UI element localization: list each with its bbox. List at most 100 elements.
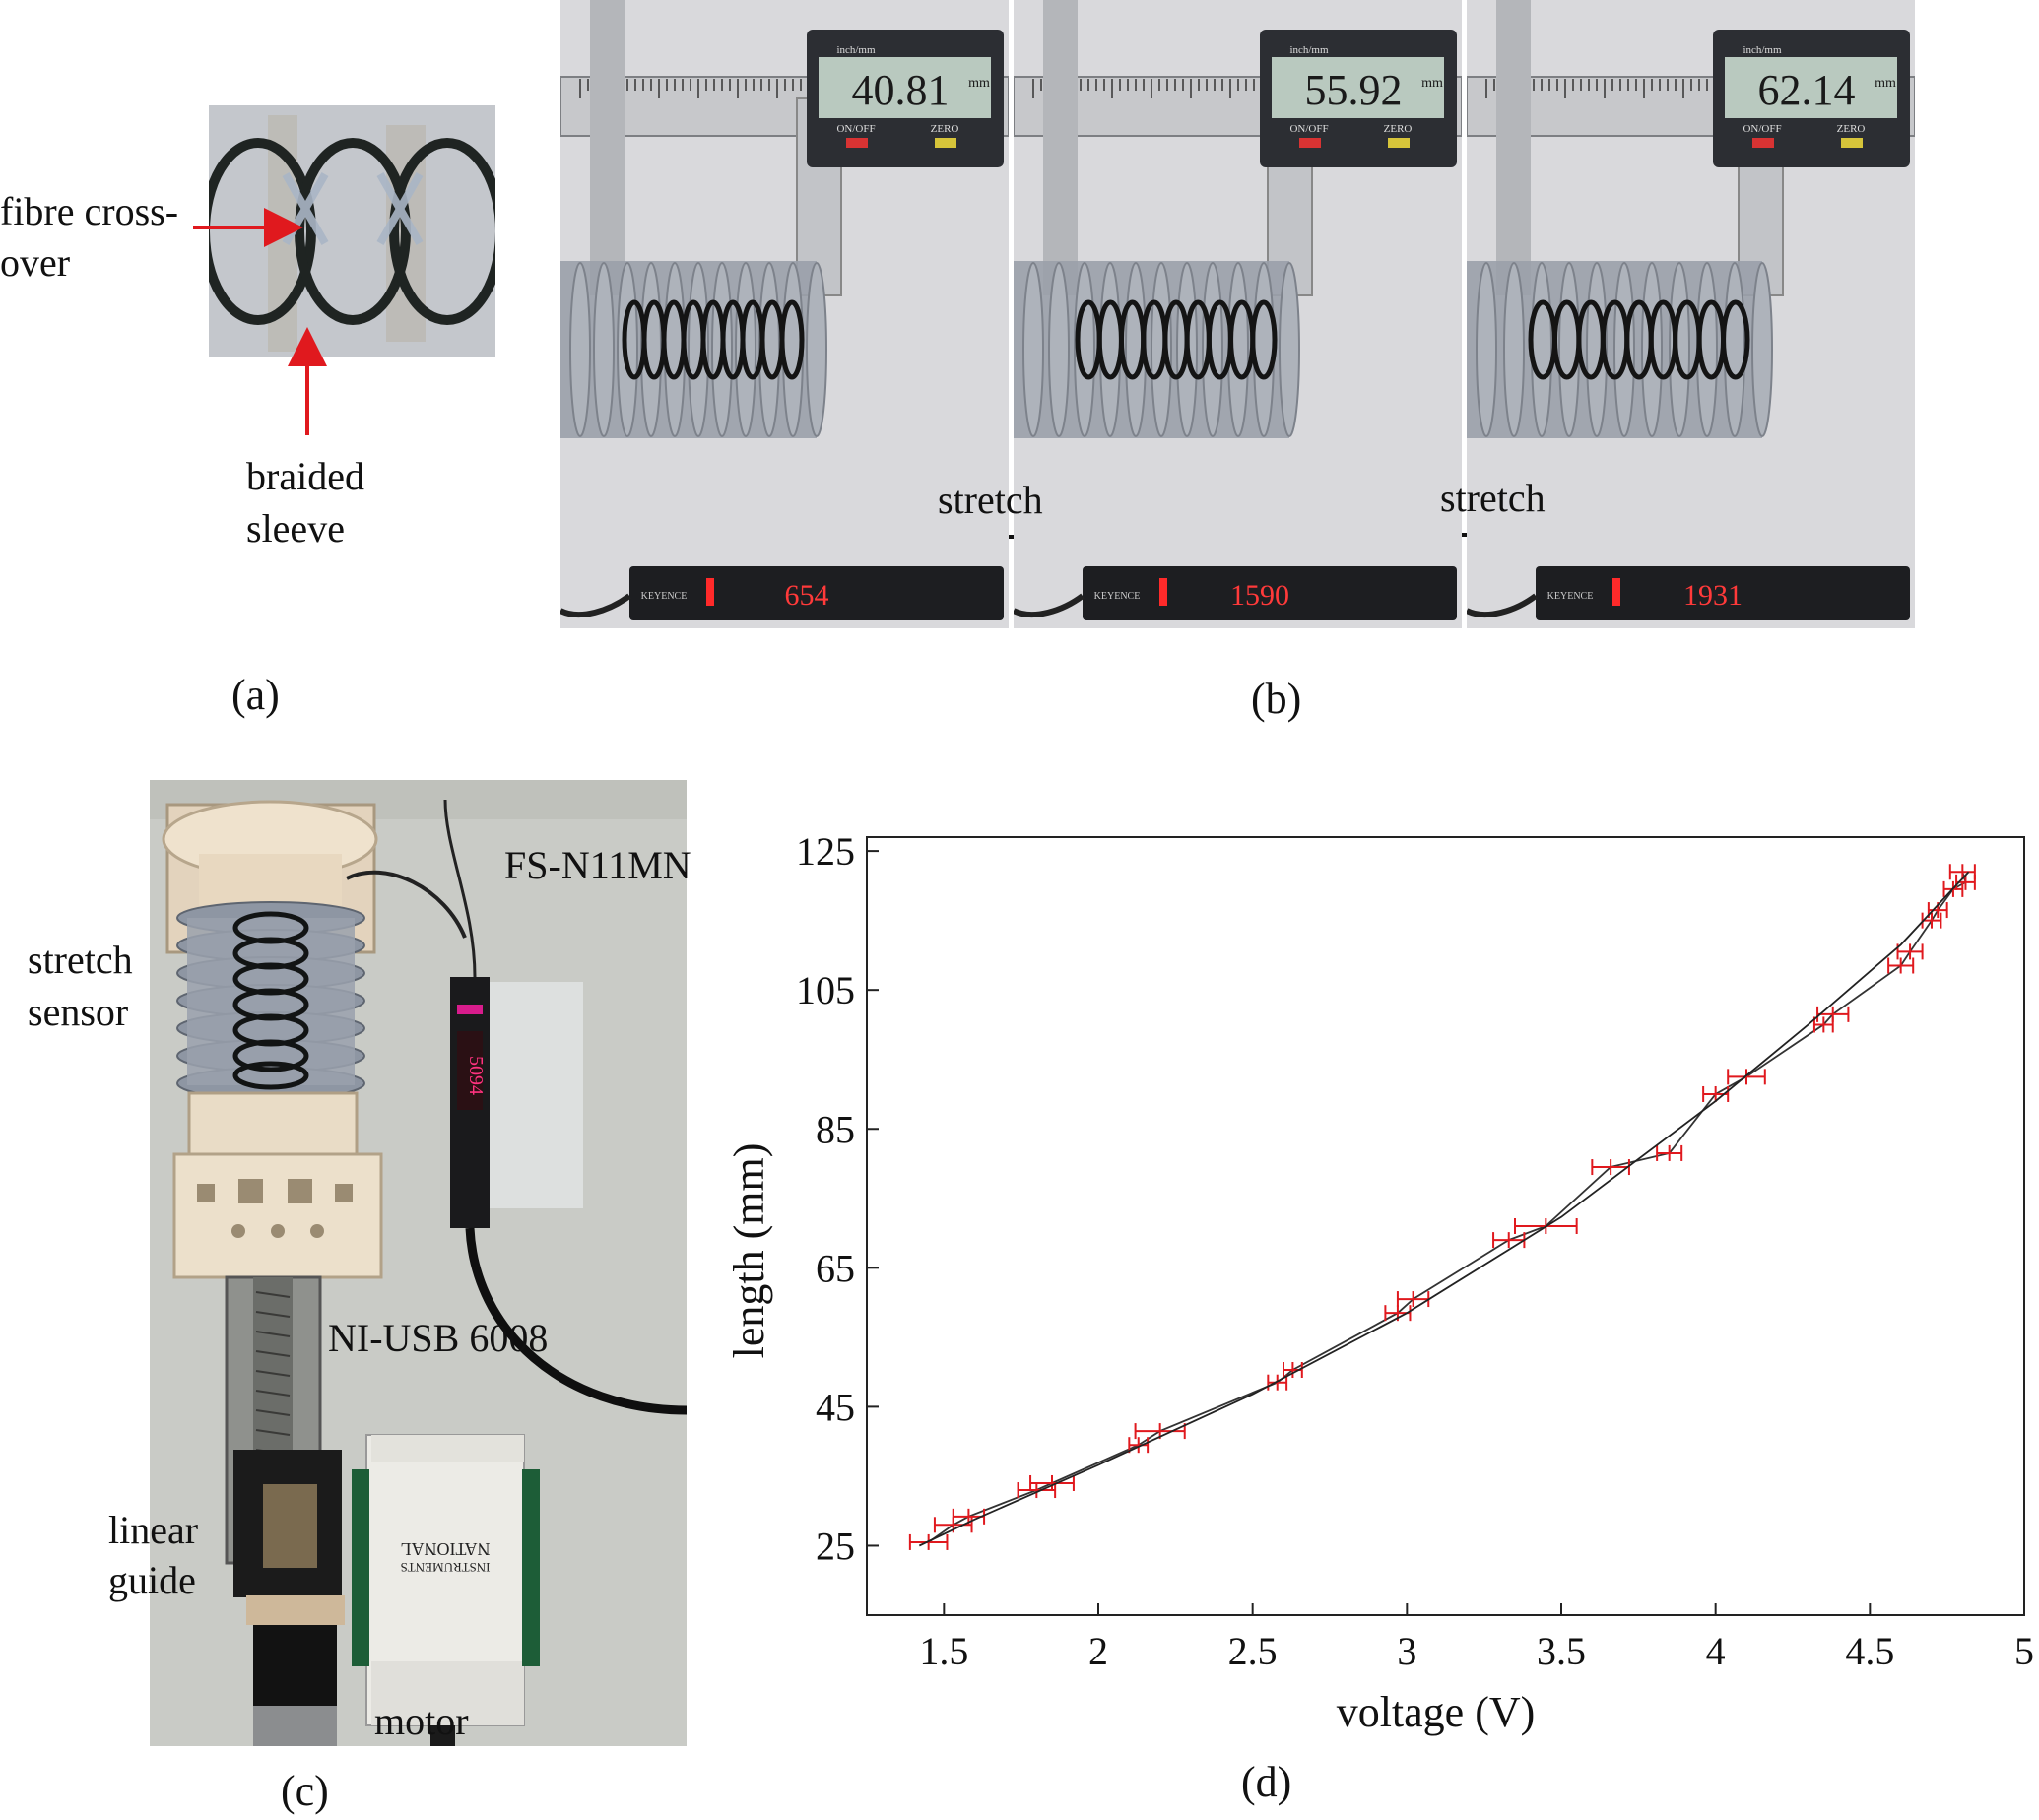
test-rig-photo: 5094 NATIONAL INSTRUMENTS <box>150 780 687 1746</box>
caliper-zero-label: ZERO <box>1837 123 1866 135</box>
data-point-errorbar <box>1948 864 1976 880</box>
y-tick-label: 45 <box>816 1385 855 1429</box>
label-fibre-crossover-1: fibre cross- <box>0 189 179 233</box>
data-point-errorbar <box>1896 943 1924 960</box>
caliper-onoff-button <box>846 138 868 148</box>
data-point-errorbar <box>952 1508 986 1525</box>
bellows-ridge <box>806 262 827 437</box>
daq-brand-line1: NATIONAL <box>401 1539 491 1559</box>
data-point-errorbar <box>1396 1291 1430 1308</box>
sensor-amplifier <box>629 566 1004 620</box>
label-stretch-sensor-1: stretch <box>28 938 133 982</box>
x-tick-label: 2 <box>1088 1629 1108 1673</box>
data-point-errorbar <box>1921 912 1942 929</box>
caliper-onoff-label: ON/OFF <box>836 123 875 135</box>
sensor-cable <box>560 593 631 618</box>
sensor-brand: KEYENCE <box>1094 591 1141 602</box>
caliper-reading: 62.14 <box>1758 66 1856 114</box>
y-tick-label: 125 <box>796 829 855 874</box>
bellows-ridge <box>1724 262 1745 437</box>
caliper-zero-button <box>1388 138 1410 148</box>
bellows-ridge <box>1151 262 1172 437</box>
bellows-ridge <box>1531 262 1552 437</box>
bellows-ridge <box>1751 262 1773 437</box>
label-fs-n11mn: FS-N11MN <box>504 843 691 887</box>
braided-sleeve-closeup-photo <box>209 105 495 357</box>
panel-letter-a: (a) <box>231 671 280 719</box>
series-line-fit <box>918 871 1970 1547</box>
series-line-measured <box>928 872 1967 1543</box>
data-point-errorbar <box>1887 957 1915 974</box>
test-rig-graphic: 5094 NATIONAL INSTRUMENTS <box>150 780 687 1746</box>
label-fibre-crossover-2: over <box>0 240 71 285</box>
caliper-jaw-fixed <box>590 0 625 295</box>
bellows-ridge <box>1253 262 1275 437</box>
panel-letter-d: (d) <box>1241 1758 1292 1806</box>
caliper-onoff-button <box>1299 138 1321 148</box>
bellows-ridge <box>1099 262 1121 437</box>
y-tick-label: 105 <box>796 968 855 1012</box>
sensor-cable <box>1467 593 1538 618</box>
caliper-onoff-button <box>1752 138 1774 148</box>
caliper-onoff-label: ON/OFF <box>1743 123 1781 135</box>
amplifier-display-text: 5094 <box>465 1056 487 1095</box>
stretch-label-1: stretch <box>938 478 1043 522</box>
bellows-ridge <box>593 262 615 437</box>
x-tick-label: 4 <box>1706 1629 1726 1673</box>
bellows-ridge <box>1586 262 1608 437</box>
sensor-led <box>706 578 714 606</box>
sensor-brand: KEYENCE <box>1547 591 1594 602</box>
label-ni-usb-6008: NI-USB 6008 <box>328 1316 549 1360</box>
caliper-unit: mm <box>1875 76 1896 91</box>
data-point-errorbar <box>1029 1474 1075 1491</box>
data-point-errorbar <box>1492 1232 1526 1249</box>
sensor-cable <box>1014 593 1085 618</box>
panel-letter-b: (b) <box>1251 675 1302 723</box>
bellows-ridge <box>1048 262 1070 437</box>
bellows-ridge <box>569 262 591 437</box>
caliper-zero-label: ZERO <box>931 123 959 135</box>
sensor-reading: 1931 <box>1683 579 1743 612</box>
bellows-ridge <box>1476 262 1497 437</box>
daq-brand-line2: INSTRUMENTS <box>400 1560 490 1575</box>
plot-frame <box>866 836 2025 1616</box>
bellows-ridge <box>1279 262 1300 437</box>
bellows-ridge <box>735 262 756 437</box>
caliper-jaw-fixed <box>1496 0 1531 295</box>
sensor-brand: KEYENCE <box>641 591 688 602</box>
label-braided-sleeve-1: braided <box>246 454 364 498</box>
braid-loop <box>1721 299 1750 380</box>
caliper-lcd <box>1272 57 1444 118</box>
x-tick-label: 3 <box>1397 1629 1416 1673</box>
caliper-unit: mm <box>968 76 990 91</box>
caliper-unit: mm <box>1421 76 1443 91</box>
bellows-ridge <box>1022 262 1044 437</box>
label-linear-guide-1: linear <box>108 1508 199 1552</box>
x-tick-label: 2.5 <box>1228 1629 1278 1673</box>
stretch-label-2: stretch <box>1440 476 1546 520</box>
bellows-ridge <box>688 262 709 437</box>
y-tick-label: 25 <box>816 1524 855 1568</box>
x-tick-label: 4.5 <box>1845 1629 1894 1673</box>
caliper-onoff-label: ON/OFF <box>1289 123 1328 135</box>
x-axis-label: voltage (V) <box>1337 1688 1536 1736</box>
y-tick-label: 85 <box>816 1107 855 1151</box>
x-tick-label: 1.5 <box>919 1629 968 1673</box>
bellows-ridge <box>1202 262 1223 437</box>
caliper-lcd <box>819 57 991 118</box>
panel-letter-c: (c) <box>281 1767 329 1815</box>
caliper-jaw-fixed <box>1043 0 1078 295</box>
bellows-ridge <box>1074 262 1095 437</box>
sensor-led <box>1159 578 1167 606</box>
label-motor: motor <box>374 1699 469 1743</box>
y-tick-label: 65 <box>816 1246 855 1290</box>
label-braided-sleeve-2: sleeve <box>246 506 345 551</box>
data-point-errorbar <box>1816 1006 1850 1022</box>
sensor-amplifier <box>1083 566 1457 620</box>
bellows-ridge <box>617 262 638 437</box>
sensor-reading: 654 <box>785 579 829 612</box>
